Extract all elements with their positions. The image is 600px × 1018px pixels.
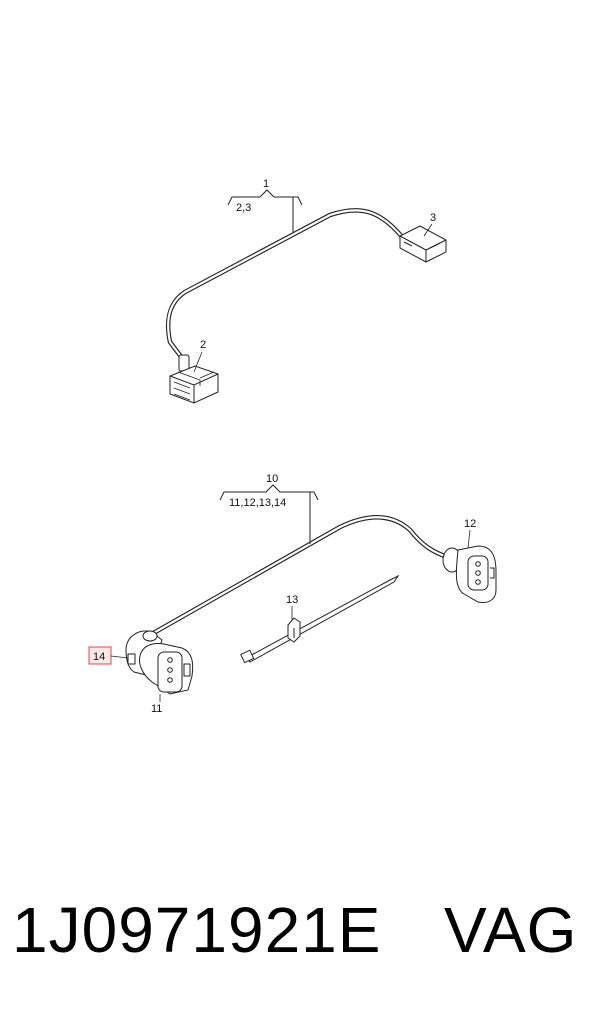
callout-14: 14 [93, 651, 105, 663]
callout-10-bracket [219, 484, 319, 544]
callout-1-bracket [227, 189, 303, 232]
cable-tie-13 [240, 574, 400, 664]
callout-11: 11 [151, 703, 162, 715]
cable-10 [147, 515, 453, 638]
connector-11 [125, 630, 194, 695]
connector-12 [442, 545, 497, 603]
callout-10: 10 [266, 473, 278, 485]
cable-1 [165, 208, 406, 361]
brand-label: VAG [444, 894, 578, 966]
callout-2: 2 [200, 339, 206, 351]
harness-assembly-1 [165, 208, 406, 361]
connector-2 [169, 354, 219, 404]
callout-3: 3 [430, 212, 436, 224]
connector-3 [399, 225, 447, 263]
parts-diagram: 1 2,3 2 3 [88, 178, 497, 715]
callout-12: 12 [464, 518, 476, 530]
part-number: 1J0971921E [12, 894, 382, 966]
callout-13: 13 [286, 594, 298, 606]
clip-14 [127, 653, 136, 665]
callout-1: 1 [263, 178, 269, 190]
callout-1-sub: 2,3 [236, 202, 251, 214]
callout-10-sub: 11,12,13,14 [229, 497, 286, 509]
harness-assembly-10 [147, 515, 453, 638]
callout-14-highlight [88, 646, 112, 665]
